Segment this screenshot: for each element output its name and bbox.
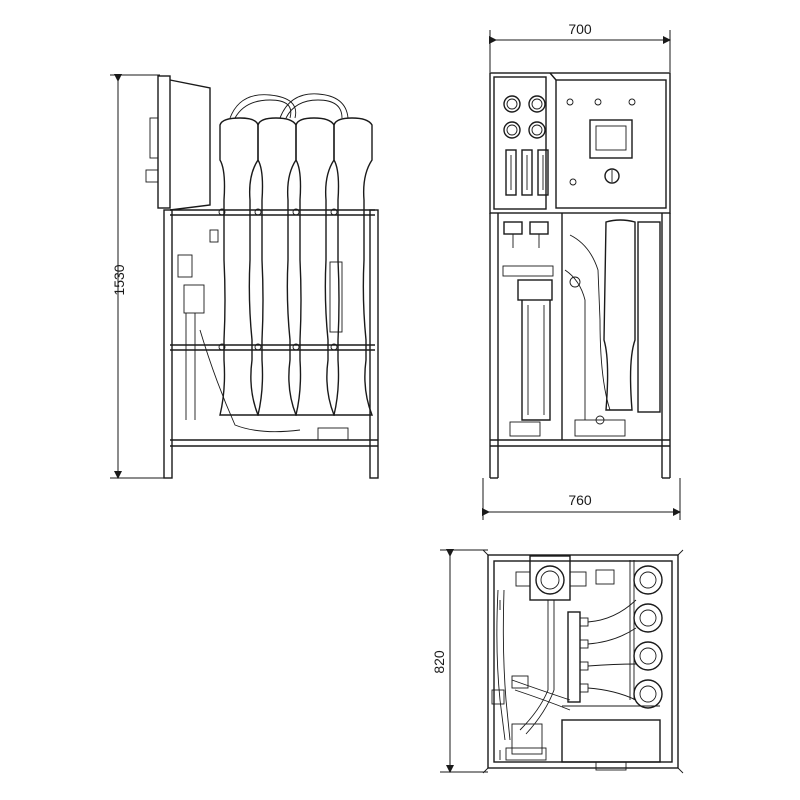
manifold [567, 611, 589, 703]
side-view: 1530 [110, 74, 379, 479]
membrane-vessels [219, 117, 374, 416]
front-view: 700 [482, 21, 681, 520]
bottom-width-label: 760 [568, 492, 592, 508]
depth-dimension: 820 [431, 549, 488, 773]
height-dimension: 1530 [110, 74, 170, 479]
prefilter-housing [517, 279, 553, 421]
selector-switch [604, 168, 620, 184]
pump-top [515, 555, 587, 601]
depth-label: 820 [431, 650, 447, 674]
side-clamps [218, 208, 338, 351]
bottom-width-dimension: 760 [482, 478, 681, 520]
control-panel [555, 79, 667, 209]
top-width-dimension: 700 [489, 21, 671, 72]
flowmeters [505, 149, 549, 196]
pressure-gauges [503, 95, 546, 139]
top-view: 820 [431, 549, 684, 774]
front-top-cabinet [489, 72, 671, 214]
height-label: 1530 [111, 264, 127, 295]
controller-display [589, 119, 633, 159]
side-panel-frame [157, 75, 171, 209]
top-width-label: 700 [568, 21, 592, 37]
side-frame [163, 209, 379, 479]
membrane-ends [633, 565, 663, 709]
